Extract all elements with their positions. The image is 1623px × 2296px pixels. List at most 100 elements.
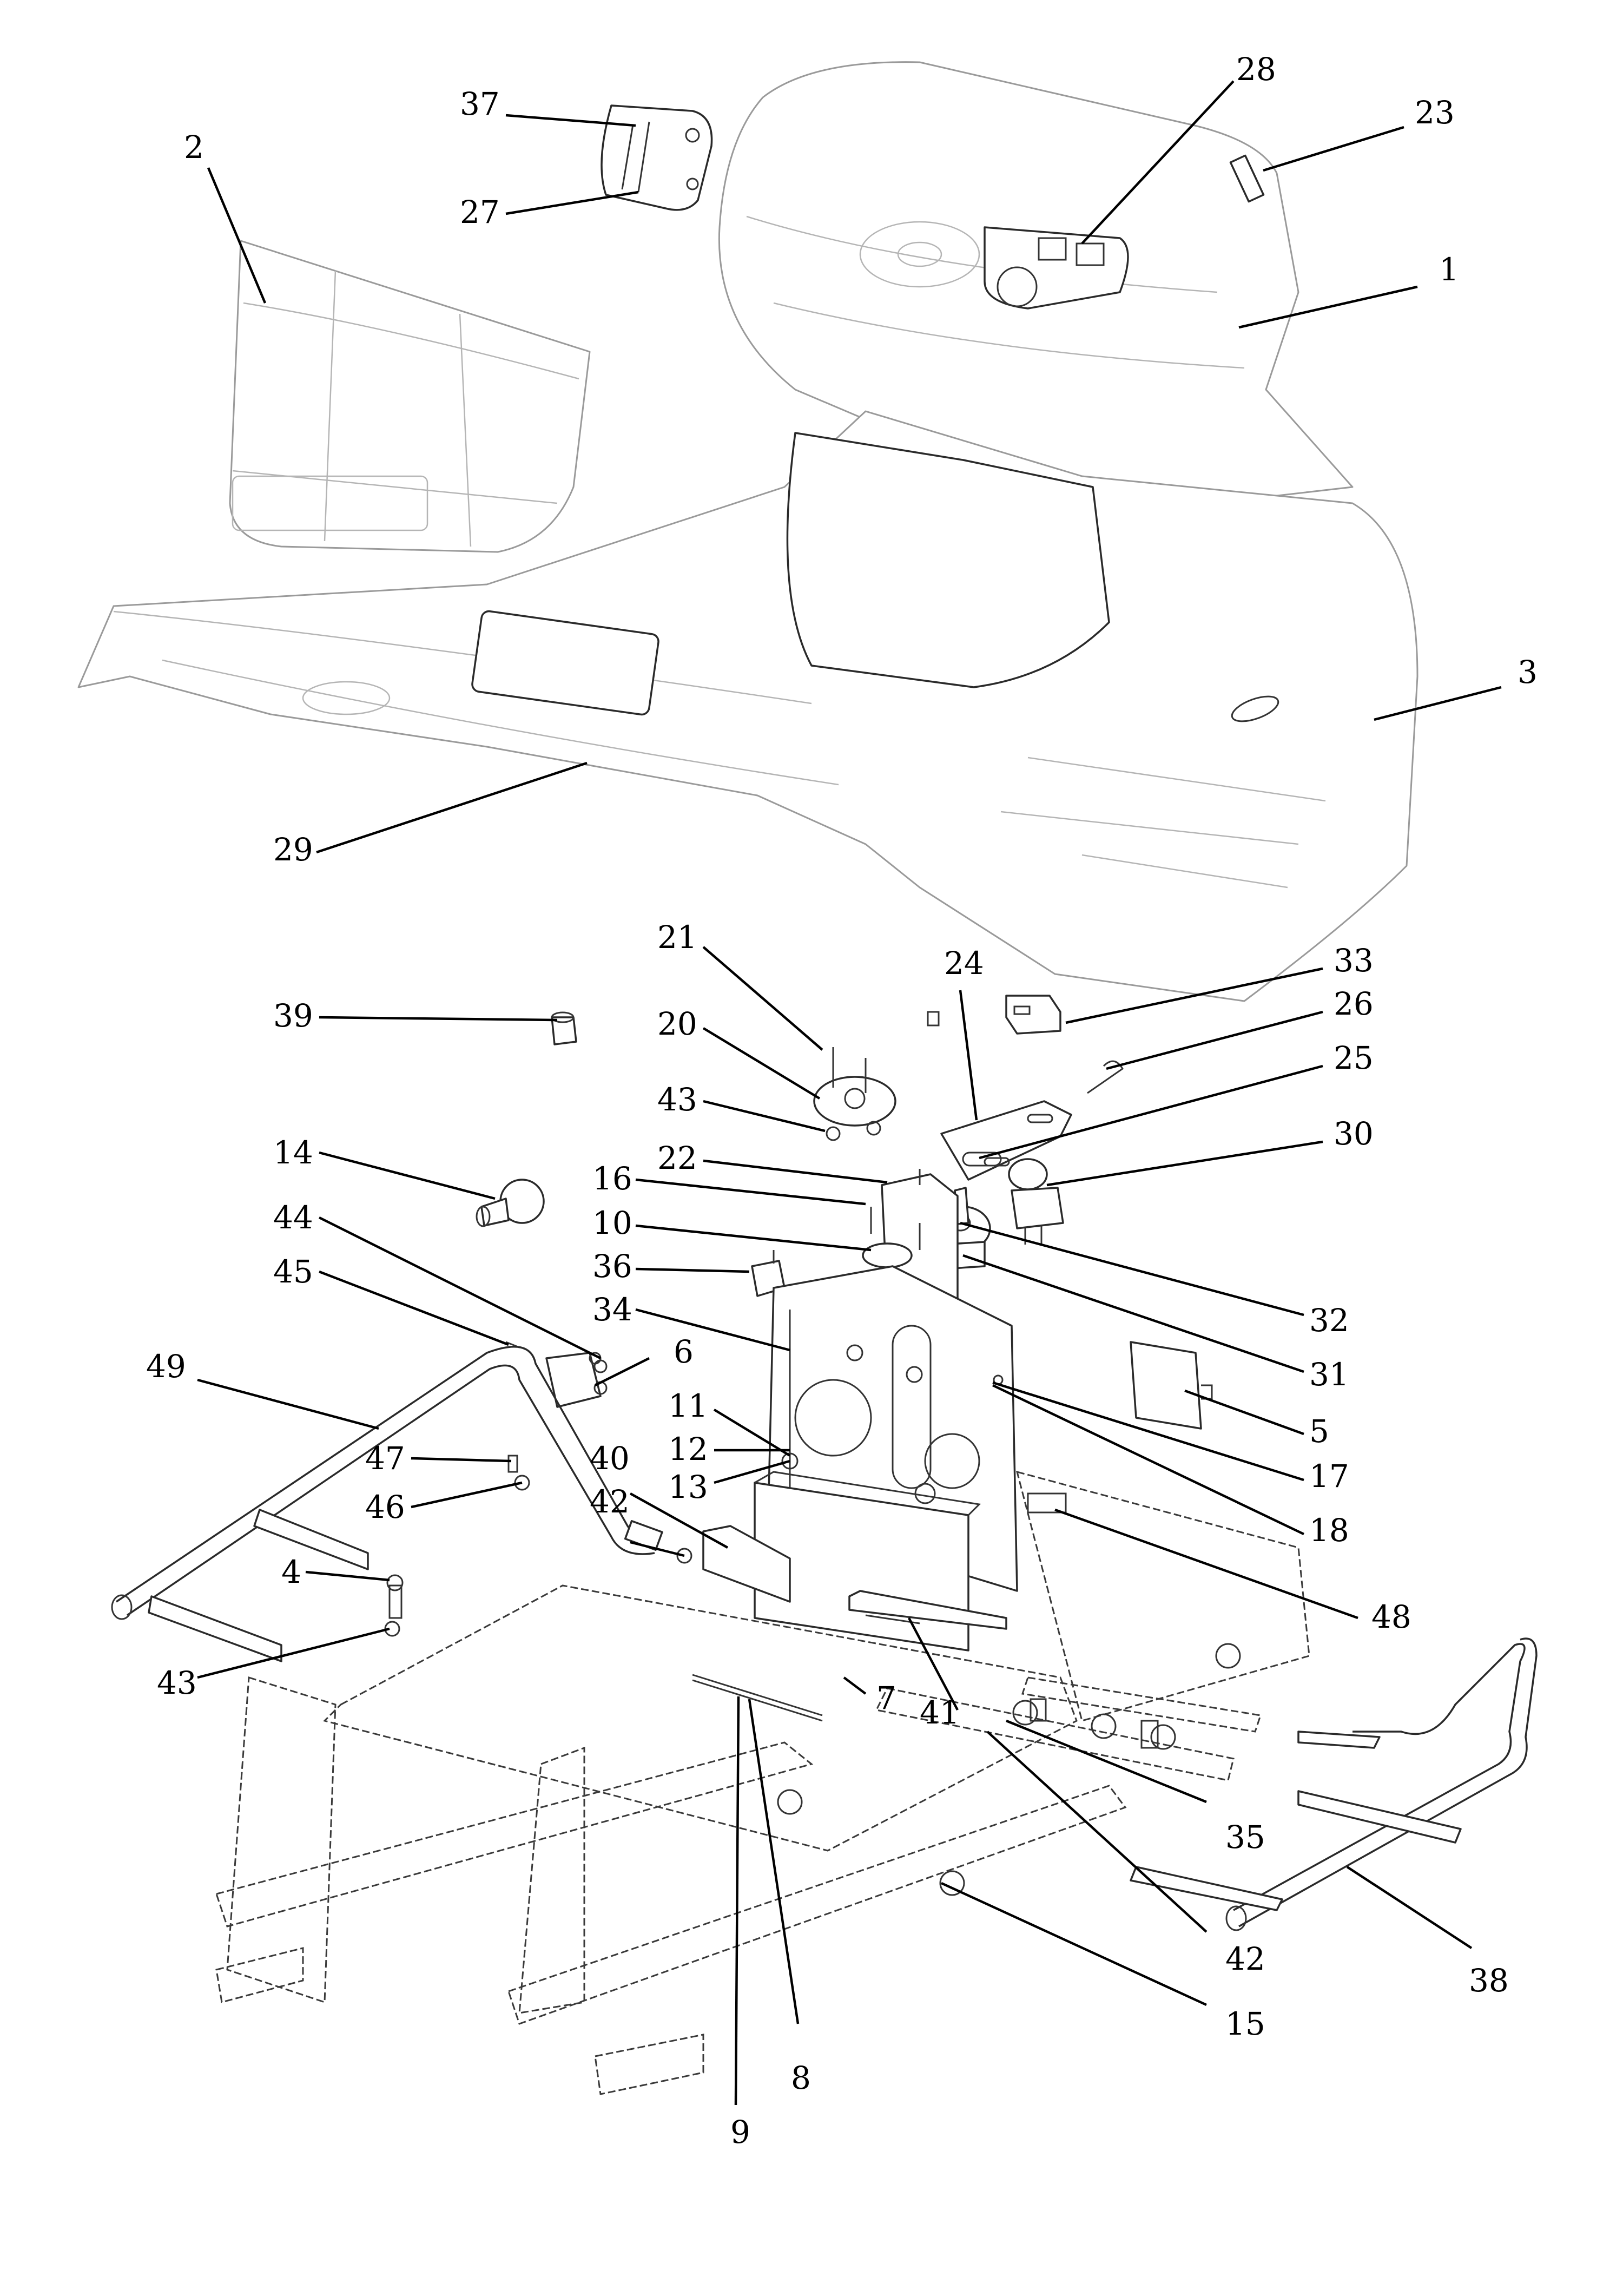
callout-22: 22 bbox=[657, 1140, 697, 1176]
leader-21 bbox=[702, 946, 823, 1051]
leader-3 bbox=[1374, 686, 1502, 721]
leader-41 bbox=[908, 1617, 959, 1711]
callout-43a: 43 bbox=[657, 1081, 697, 1118]
leader-25 bbox=[979, 1064, 1323, 1160]
callout-39: 39 bbox=[273, 997, 313, 1034]
callout-49: 49 bbox=[146, 1348, 186, 1385]
part-bushing bbox=[551, 1011, 577, 1045]
part-gasket bbox=[962, 1152, 1002, 1167]
callout-6: 6 bbox=[674, 1333, 694, 1370]
part-hair-pin-clip bbox=[1087, 1060, 1124, 1094]
part-right-bumper-bar bbox=[1012, 1637, 1538, 1931]
leader-17 bbox=[992, 1381, 1304, 1482]
leader-42b bbox=[986, 1731, 1208, 1933]
callout-27: 27 bbox=[460, 194, 500, 231]
part-throttle-console bbox=[601, 104, 713, 211]
callout-3: 3 bbox=[1518, 654, 1538, 690]
leader-36 bbox=[635, 1267, 750, 1273]
leader-34 bbox=[635, 1308, 790, 1352]
callout-32: 32 bbox=[1309, 1302, 1349, 1339]
leader-22 bbox=[703, 1159, 888, 1184]
part-cover-plate bbox=[940, 1100, 1072, 1181]
leader-6 bbox=[594, 1357, 650, 1387]
leader-33 bbox=[1065, 967, 1323, 1024]
callout-47: 47 bbox=[365, 1440, 405, 1477]
callout-9: 9 bbox=[730, 2114, 750, 2150]
leader-29 bbox=[316, 761, 588, 854]
part-dashboard-hood bbox=[718, 61, 1354, 510]
leader-lines bbox=[197, 80, 1502, 2106]
callout-46: 46 bbox=[365, 1489, 405, 1525]
callout-21: 21 bbox=[657, 919, 697, 956]
leader-13 bbox=[714, 1459, 790, 1484]
leader-38 bbox=[1346, 1866, 1473, 1949]
leader-2 bbox=[207, 167, 267, 304]
leader-32 bbox=[960, 1221, 1304, 1317]
leader-47 bbox=[411, 1457, 512, 1463]
leader-45 bbox=[319, 1270, 509, 1346]
callout-25: 25 bbox=[1334, 1040, 1374, 1076]
callout-36: 36 bbox=[592, 1248, 632, 1285]
part-chassis-frame bbox=[215, 1470, 1310, 2095]
callout-1: 1 bbox=[1439, 251, 1459, 288]
callout-26: 26 bbox=[1334, 985, 1374, 1022]
leader-10 bbox=[635, 1224, 872, 1252]
leader-49 bbox=[197, 1378, 379, 1430]
leader-23 bbox=[1263, 126, 1404, 172]
callout-42b: 42 bbox=[1225, 1940, 1265, 1977]
callout-44: 44 bbox=[273, 1199, 313, 1236]
part-control-module bbox=[1130, 1341, 1213, 1430]
leader-48 bbox=[1054, 1508, 1358, 1620]
leader-27 bbox=[505, 190, 639, 215]
leader-43a bbox=[703, 1100, 826, 1133]
leader-26 bbox=[1106, 1010, 1323, 1070]
leader-5 bbox=[1184, 1389, 1304, 1436]
callout-10: 10 bbox=[592, 1205, 632, 1241]
part-solenoid bbox=[505, 1341, 608, 1408]
leader-30 bbox=[1046, 1140, 1323, 1187]
callout-12: 12 bbox=[668, 1431, 708, 1468]
callout-34: 34 bbox=[592, 1291, 632, 1328]
part-relay bbox=[1005, 995, 1061, 1035]
callout-24: 24 bbox=[944, 945, 984, 982]
part-shift-knob bbox=[476, 1179, 545, 1227]
callout-43b: 43 bbox=[157, 1665, 197, 1701]
leader-20 bbox=[702, 1027, 821, 1100]
callout-2: 2 bbox=[184, 129, 204, 166]
leader-39 bbox=[319, 1016, 558, 1022]
leader-16 bbox=[635, 1178, 866, 1206]
callout-labels: 37 2 27 28 23 1 3 29 21 20 43 24 33 26 2… bbox=[146, 51, 1538, 2150]
part-left-bumper-bar bbox=[111, 1346, 663, 1662]
callout-14: 14 bbox=[273, 1134, 313, 1171]
callout-29: 29 bbox=[273, 831, 313, 868]
leader-40 bbox=[629, 1492, 729, 1549]
callout-18: 18 bbox=[1309, 1512, 1349, 1549]
leader-4 bbox=[305, 1570, 390, 1582]
leader-44 bbox=[318, 1216, 602, 1360]
callout-17: 17 bbox=[1309, 1458, 1349, 1495]
callout-48: 48 bbox=[1371, 1598, 1411, 1635]
callout-15: 15 bbox=[1225, 2005, 1265, 2042]
leader-8 bbox=[748, 1699, 800, 2024]
callout-20: 20 bbox=[657, 1005, 697, 1042]
part-pto-switch bbox=[1008, 1158, 1064, 1245]
callout-13: 13 bbox=[668, 1469, 708, 1505]
callout-28: 28 bbox=[1236, 51, 1276, 88]
callout-23: 23 bbox=[1415, 94, 1455, 131]
leader-28 bbox=[1081, 80, 1235, 245]
callout-33: 33 bbox=[1334, 942, 1374, 979]
callout-37: 37 bbox=[460, 85, 500, 122]
callout-45: 45 bbox=[273, 1253, 313, 1290]
callout-7: 7 bbox=[876, 1680, 896, 1716]
leader-18 bbox=[992, 1384, 1304, 1536]
part-ignition-mount-plate bbox=[813, 1011, 940, 1141]
leader-24 bbox=[959, 990, 978, 1121]
leader-9 bbox=[734, 1696, 740, 2106]
callout-16: 16 bbox=[592, 1160, 632, 1197]
callout-4: 4 bbox=[281, 1554, 301, 1590]
leader-7 bbox=[843, 1676, 867, 1695]
part-rear-cover bbox=[229, 240, 591, 553]
callout-41: 41 bbox=[920, 1694, 960, 1731]
callout-11: 11 bbox=[668, 1387, 708, 1424]
